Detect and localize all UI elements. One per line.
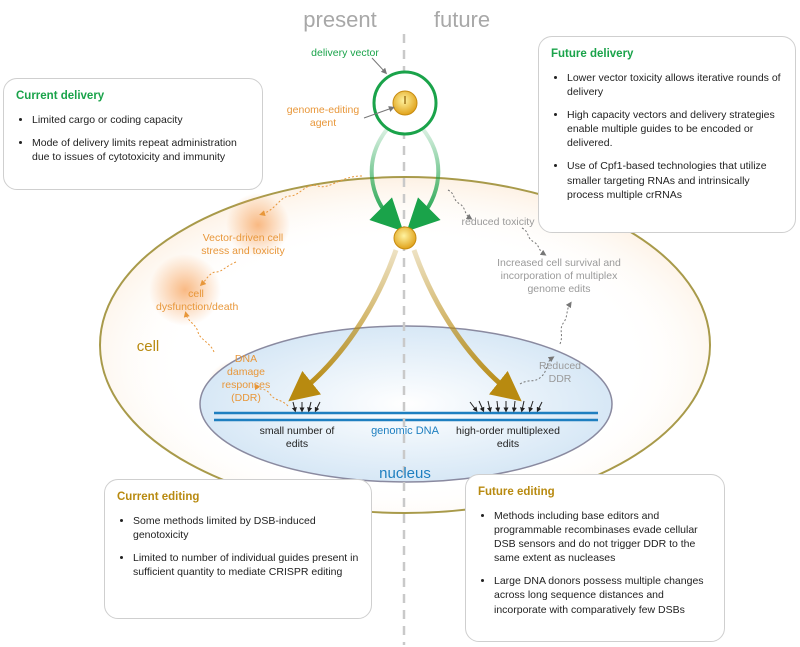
survival-squiggle bbox=[521, 227, 547, 256]
current-editing-title: Current editing bbox=[117, 491, 200, 503]
future-delivery-title: Future delivery bbox=[551, 48, 634, 60]
cell-dysfunction-label: cell dysfunction/death bbox=[156, 288, 239, 314]
nucleus-label: nucleus bbox=[379, 465, 431, 482]
delivery-vector-label: delivery vector bbox=[311, 47, 379, 59]
nucleus-envelope bbox=[199, 325, 613, 483]
high-order-edits-label: high-order multiplexed edits bbox=[456, 425, 560, 451]
increased-survival-label: Increased cell survival and incorporatio… bbox=[497, 257, 621, 296]
current-editing-item: Limited to number of individual guides p… bbox=[133, 551, 359, 579]
future-editing-arrow bbox=[411, 249, 522, 402]
delivery-vector-pointer bbox=[371, 57, 388, 75]
genome-editing-agent-label: genome-editing agent bbox=[286, 104, 360, 130]
current-delivery-title: Current delivery bbox=[16, 90, 105, 102]
dysfunction-squiggle-arrow bbox=[199, 261, 237, 287]
present-editing-arrow bbox=[288, 249, 399, 402]
stress-glow bbox=[226, 193, 290, 257]
genome-editing-agent bbox=[393, 226, 417, 250]
future-delivery-item: Lower vector toxicity allows iterative r… bbox=[567, 71, 783, 99]
future-editing-box: Future editing Methods including base ed… bbox=[465, 474, 725, 642]
genomic-dna-label: genomic DNA bbox=[371, 425, 439, 437]
current-delivery-item: Limited cargo or coding capacity bbox=[32, 113, 250, 127]
edit-to-ddr-squiggle bbox=[254, 383, 289, 407]
reduced-toxicity-label: reduced toxicity bbox=[461, 216, 535, 228]
future-editing-title: Future editing bbox=[478, 486, 555, 498]
present-edit-marks bbox=[291, 401, 321, 413]
future-edit-marks bbox=[469, 400, 543, 413]
ddr-label: DNA damage responses (DDR) bbox=[221, 353, 271, 405]
future-editing-item: Methods including base editors and progr… bbox=[494, 509, 712, 566]
future-delivery-arrow bbox=[406, 126, 441, 232]
current-editing-item: Some methods limited by DSB-induced geno… bbox=[133, 514, 359, 542]
ddr-to-dysfunction-squiggle bbox=[183, 311, 215, 353]
current-editing-box: Current editing Some methods limited by … bbox=[104, 479, 372, 619]
present-heading: present bbox=[303, 7, 377, 32]
current-delivery-box: Current delivery Limited cargo or coding… bbox=[3, 78, 263, 190]
dysfunction-glow bbox=[149, 254, 221, 326]
future-delivery-box: Future delivery Lower vector toxicity al… bbox=[538, 36, 796, 233]
cell-label: cell bbox=[136, 338, 160, 355]
ddr-to-survival-squiggle bbox=[559, 301, 572, 345]
present-delivery-arrow bbox=[369, 126, 404, 232]
future-heading: future bbox=[433, 7, 491, 32]
future-delivery-item: Use of Cpf1-based technologies that util… bbox=[567, 159, 783, 202]
small-edits-label: small number of edits bbox=[259, 425, 335, 451]
reduced-ddr-label: Reduced DDR bbox=[538, 360, 582, 386]
current-delivery-item: Mode of delivery limits repeat administr… bbox=[32, 136, 250, 164]
stress-squiggle-arrow bbox=[259, 175, 363, 217]
future-editing-item: Large DNA donors possess multiple change… bbox=[494, 574, 712, 617]
agent-pointer bbox=[363, 106, 395, 119]
future-delivery-item: High capacity vectors and delivery strat… bbox=[567, 108, 783, 151]
vector-stress-label: Vector-driven cell stress and toxicity bbox=[201, 232, 285, 258]
